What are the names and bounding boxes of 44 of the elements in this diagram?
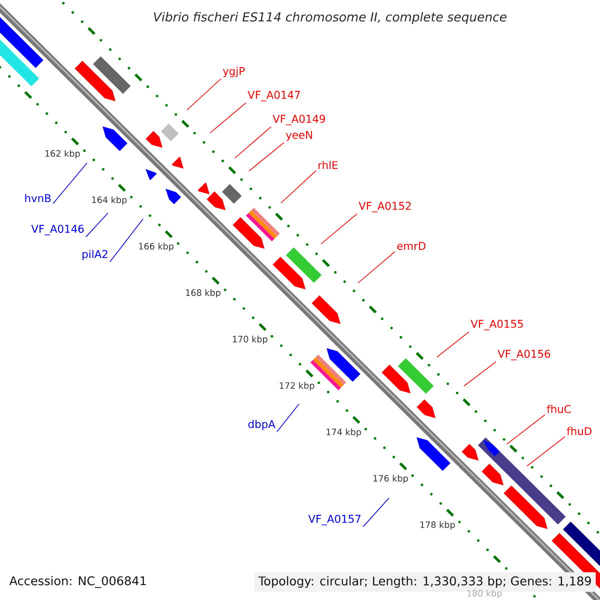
gene-label: hvnB (25, 194, 51, 202)
tick-label: 174 kbp (326, 428, 362, 437)
leader-line (464, 361, 496, 386)
gene-label: fhuC (546, 404, 571, 414)
gene-label: VF_A0156 (498, 350, 550, 360)
tick-label: 178 kbp (420, 521, 455, 530)
gene-label: ygjP (222, 66, 245, 78)
leader-line (506, 414, 546, 444)
leader-line (248, 142, 284, 172)
gene-label: emrD (397, 242, 426, 250)
leader-line (320, 213, 358, 244)
leader-line (186, 78, 222, 110)
tick-label: 170 kbp (232, 336, 268, 344)
leader-line (358, 251, 396, 284)
gene-label: VF_A0146 (31, 224, 84, 236)
gene-label: pilA2 (82, 250, 108, 260)
leader-line (110, 218, 144, 262)
leader-line (52, 162, 88, 204)
tick-label: 172 kbp (280, 382, 314, 391)
leader-line (526, 436, 566, 466)
leader-line (210, 102, 246, 134)
gene-label: fhuD (566, 426, 592, 436)
leader-line (86, 212, 108, 238)
tick-label: 164 kbp (92, 196, 127, 205)
tick-label: 176 kbp (374, 474, 408, 484)
leader-line (280, 170, 316, 204)
leader-line (436, 331, 470, 358)
leader-line (276, 404, 300, 432)
gene-label: VF_A0157 (308, 514, 360, 526)
tick-label: 180 kbp (467, 590, 502, 598)
gene-label: VF_A0147 (248, 90, 300, 102)
gene-label: rhlE (318, 160, 338, 170)
gene-label: dbpA (248, 420, 276, 430)
tick-label: 166 kbp (139, 242, 174, 252)
title: Vibrio fischeri ES114 chromosome II, complete sequence (154, 12, 506, 24)
tick-label: 168 kbp (186, 289, 220, 298)
gene-label: yeeN (286, 131, 312, 141)
leader-line (362, 498, 390, 528)
tick-label: 162 kbp (45, 150, 80, 158)
gene-label: VF_A0155 (470, 320, 523, 330)
gene-label: VF_A0152 (358, 202, 411, 212)
accession-text: Accession: NC_006841 (9, 576, 146, 588)
leader-line (234, 126, 272, 158)
gene-label: VF_A0149 (272, 114, 326, 126)
